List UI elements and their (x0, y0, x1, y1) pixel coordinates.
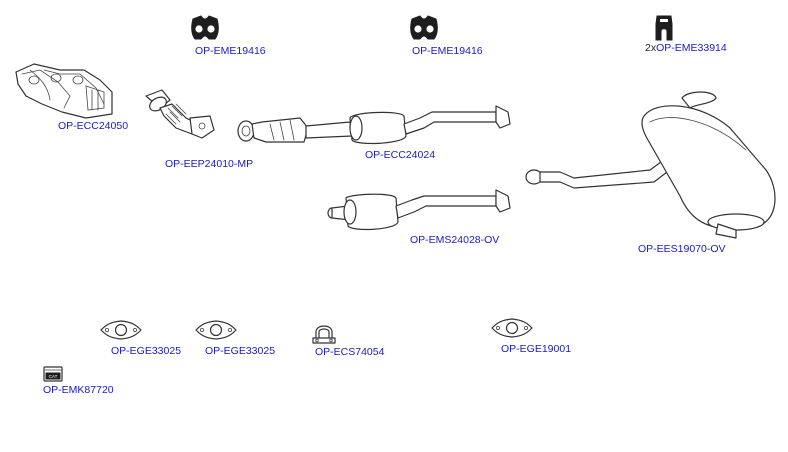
part-label-hanger-1[interactable]: OP-EME19416 (195, 45, 266, 57)
part-label-centre-silencer[interactable]: OP-EMS24028-OV (410, 234, 500, 246)
centre-silencer-icon[interactable] (327, 189, 511, 231)
part-label-flex-pipe[interactable]: OP-EEP24010-MP (165, 158, 254, 170)
rubber-hanger-icon[interactable] (410, 15, 438, 40)
part-label-clamp[interactable]: OP-ECS74054 (315, 346, 385, 358)
part-label-gasket-2[interactable]: OP-EGE33025 (205, 345, 276, 357)
part-label-gasket-3[interactable]: OP-EGE19001 (501, 343, 572, 355)
part-label-manifold[interactable]: OP-ECC24050 (58, 120, 129, 132)
part-label-hanger-2[interactable]: OP-EME19416 (412, 45, 483, 57)
rubber-mount-icon[interactable] (655, 15, 673, 41)
catalytic-converter-icon[interactable] (237, 105, 511, 145)
clamp-icon[interactable] (312, 325, 336, 344)
part-label-gasket-1[interactable]: OP-EGE33025 (111, 345, 182, 357)
part-label-catalytic-converter[interactable]: OP-ECC24024 (365, 149, 436, 161)
part-label-rear-silencer[interactable]: OP-EES19070-OV (638, 243, 726, 255)
kit-badge: CAT (49, 374, 58, 379)
rubber-hanger-icon[interactable] (191, 15, 219, 40)
flex-pipe-icon[interactable] (145, 89, 215, 139)
part-label-hanger-3[interactable]: 2xOP-EME33914 (645, 42, 727, 54)
quantity-label: 2x (645, 42, 657, 54)
rear-silencer-icon[interactable] (525, 91, 776, 239)
gasket-icon[interactable] (100, 320, 142, 340)
exhaust-manifold-icon[interactable] (15, 63, 113, 119)
part-label-mounting-kit[interactable]: OP-EMK87720 (43, 384, 114, 396)
gasket-icon[interactable] (195, 320, 237, 340)
mounting-kit-icon[interactable]: CAT (43, 366, 63, 382)
gasket-icon[interactable] (491, 318, 533, 338)
